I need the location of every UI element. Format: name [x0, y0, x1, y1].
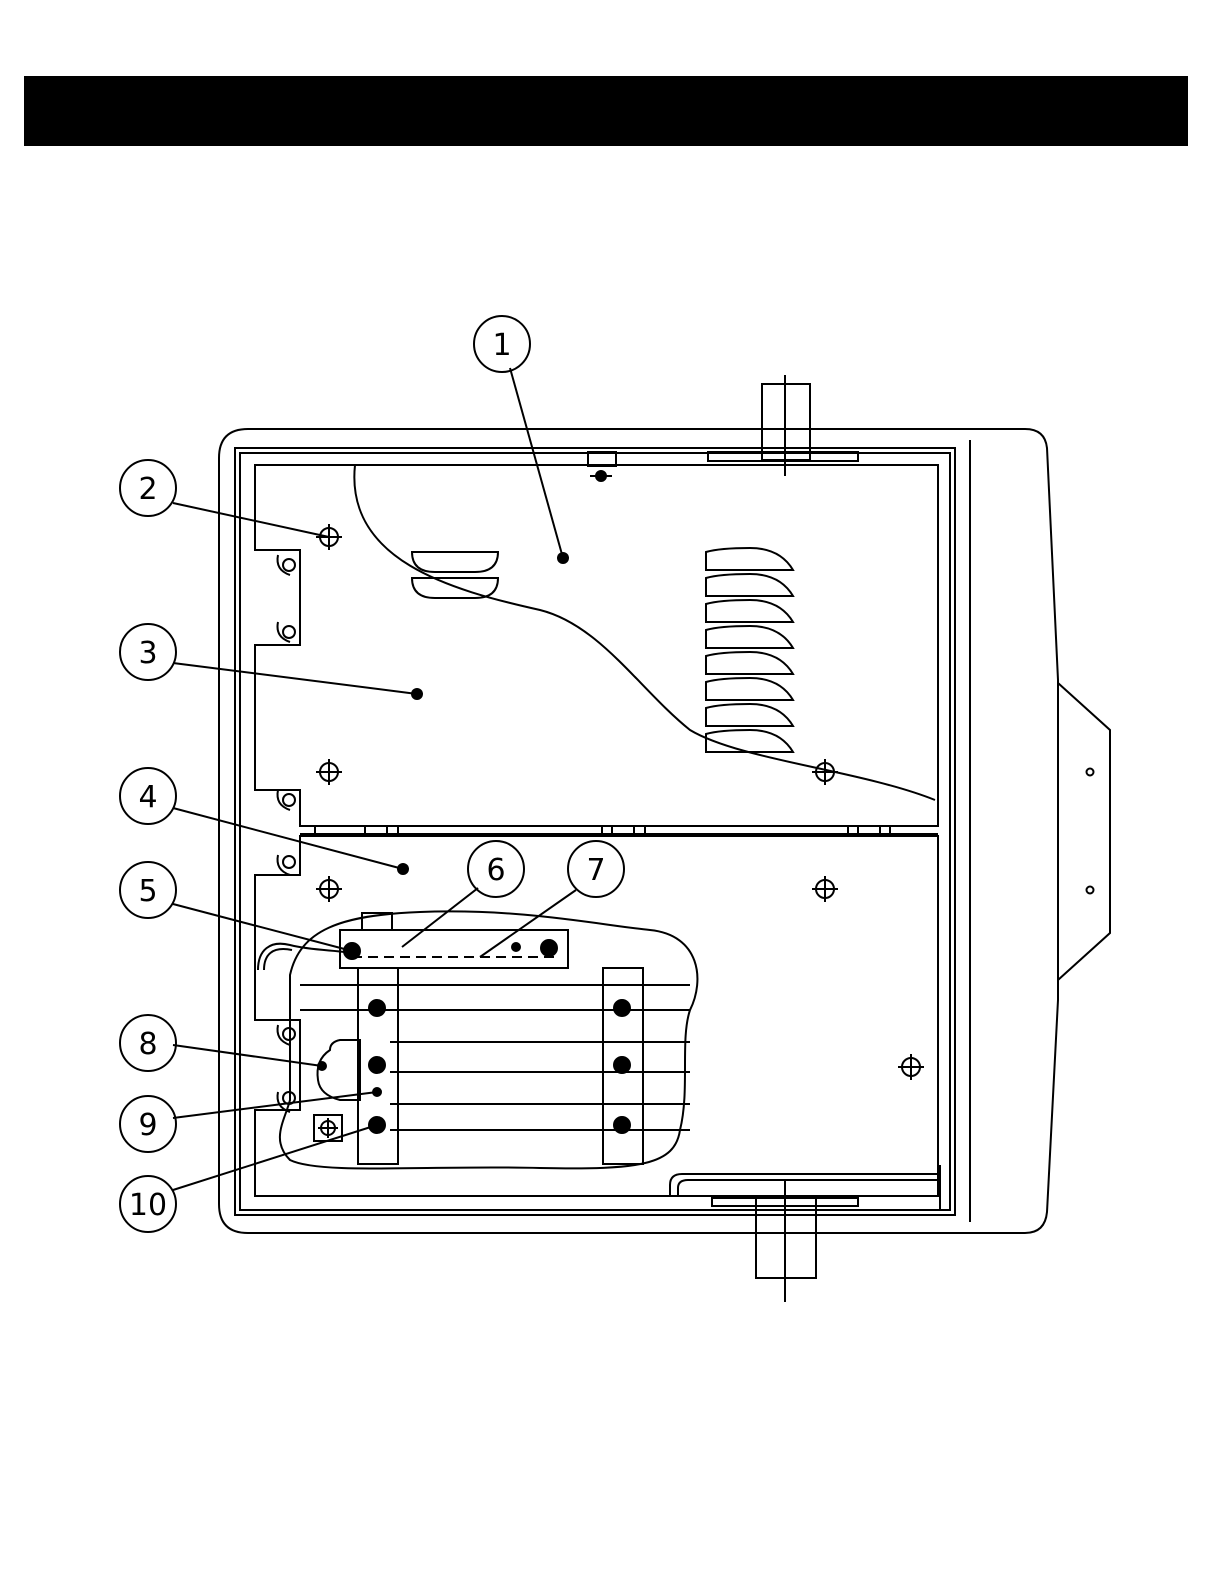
- callout-2-label: 2: [138, 472, 157, 507]
- target-dots: [317, 552, 569, 1071]
- callout-6: 6: [468, 841, 524, 897]
- callout-3-label: 3: [138, 636, 157, 671]
- callout-9: 9: [120, 1096, 176, 1152]
- callout-5: 5: [120, 862, 176, 918]
- callout-10: 10: [120, 1176, 176, 1232]
- fasteners: [278, 524, 925, 1138]
- callout-4: 4: [120, 768, 176, 824]
- enclosure-outline: [219, 429, 1058, 1233]
- callout-2: 2: [120, 460, 176, 516]
- callout-1: 1: [474, 316, 530, 372]
- callout-10-label: 10: [129, 1188, 167, 1223]
- mounting-bracket: [1058, 683, 1110, 980]
- callout-5-label: 5: [138, 874, 157, 909]
- callout-7-label: 7: [586, 853, 605, 888]
- callout-4-label: 4: [138, 780, 157, 815]
- callout-6-label: 6: [486, 853, 505, 888]
- callout-9-label: 9: [138, 1108, 157, 1143]
- callout-1-label: 1: [492, 328, 511, 363]
- callout-3: 3: [120, 624, 176, 680]
- bottom-pipe-fitting: [712, 1180, 858, 1302]
- callout-8-label: 8: [138, 1027, 157, 1062]
- upper-panel: [255, 465, 938, 836]
- callout-8: 8: [120, 1015, 176, 1071]
- callout-7: 7: [568, 841, 624, 897]
- ballast-cutaway: [258, 911, 697, 1168]
